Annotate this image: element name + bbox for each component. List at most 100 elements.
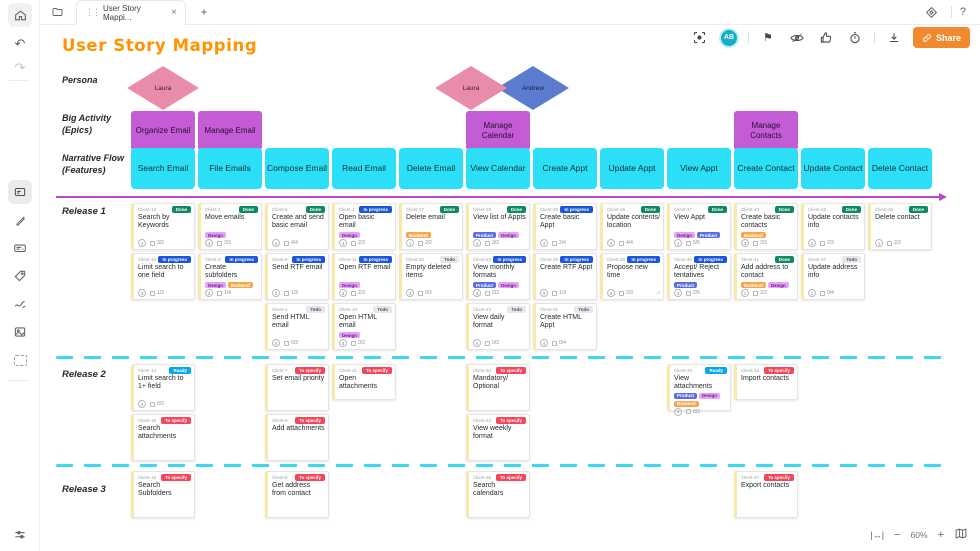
feature-box[interactable]: Update Appt [600,148,664,189]
card-title: Get address from contact [272,482,311,498]
flag-button[interactable]: ⚑ [758,28,778,48]
image-tool-button[interactable] [8,320,32,344]
zoom-out-button[interactable]: − [894,529,901,541]
hide-collaborators-button[interactable] [787,28,807,48]
feature-box[interactable]: Read Email [332,148,396,189]
export-button[interactable] [884,28,904,48]
fit-width-button[interactable]: |↔| [870,530,885,540]
expand-icon[interactable]: ↕ [655,289,662,297]
epic-box[interactable]: Manage Email [198,111,262,150]
board-canvas[interactable]: User Story Mapping Persona Big Activity … [40,25,980,551]
feature-box[interactable]: Delete Email [399,148,463,189]
select-tool-button[interactable] [8,348,32,372]
feature-box[interactable]: Compose Email [265,148,329,189]
status-badge: To specify [764,367,794,374]
undo-button[interactable]: ↶ [8,31,32,55]
epic-box[interactable]: Manage Calendar [466,111,530,150]
epic-box[interactable]: Organize Email [131,111,195,150]
timer-button[interactable] [845,28,865,48]
frames-button[interactable] [921,3,943,21]
draw-tool-button[interactable] [8,292,32,316]
card-title: Limit search to 1+ field [138,375,184,391]
projects-button[interactable] [46,3,68,21]
reactions-button[interactable] [816,28,836,48]
persona-diamond-laura[interactable]: Laura [435,66,507,110]
redo-button[interactable]: ↷ [8,55,32,79]
focus-mode-button[interactable] [690,28,710,48]
checkbox-icon [686,240,691,246]
settings-button[interactable] [8,523,32,547]
zoom-in-button[interactable]: + [937,529,944,541]
shape-tool-button[interactable] [8,264,32,288]
feature-box[interactable]: Create Contact [734,148,798,189]
tab-user-story-mapping[interactable]: ⋮⋮ User Story Mappi... × [76,0,186,25]
feature-box[interactable]: View Calendar [466,148,530,189]
new-tab-button[interactable]: + [196,4,212,20]
persona-diamond-laura[interactable]: Laura [127,66,199,110]
feature-box[interactable]: File Emails [198,148,262,189]
help-button[interactable]: ? [959,6,966,18]
feature-box[interactable]: Update Contact [801,148,865,189]
points-badge: 4 [674,239,682,247]
feature-box[interactable]: View Appt [667,148,731,189]
note-tool-button[interactable] [8,236,32,260]
tab-close-icon[interactable]: × [171,7,177,18]
card-tool-button[interactable] [8,180,32,204]
points-badge: 3 [674,289,682,297]
epic-box[interactable]: Manage Contacts [734,111,798,150]
pen-tool-button[interactable] [8,208,32,232]
avatar[interactable]: AB [718,27,739,48]
feature-box[interactable]: Delete Contact [868,148,932,189]
home-button[interactable] [8,3,32,27]
minimap-button[interactable] [954,527,968,543]
feature-box[interactable]: Search Email [131,148,195,189]
persona-diamond-andrew[interactable]: Andrew [497,66,569,110]
share-button[interactable]: Share [912,27,970,48]
feature-box[interactable]: Create Appt [533,148,597,189]
